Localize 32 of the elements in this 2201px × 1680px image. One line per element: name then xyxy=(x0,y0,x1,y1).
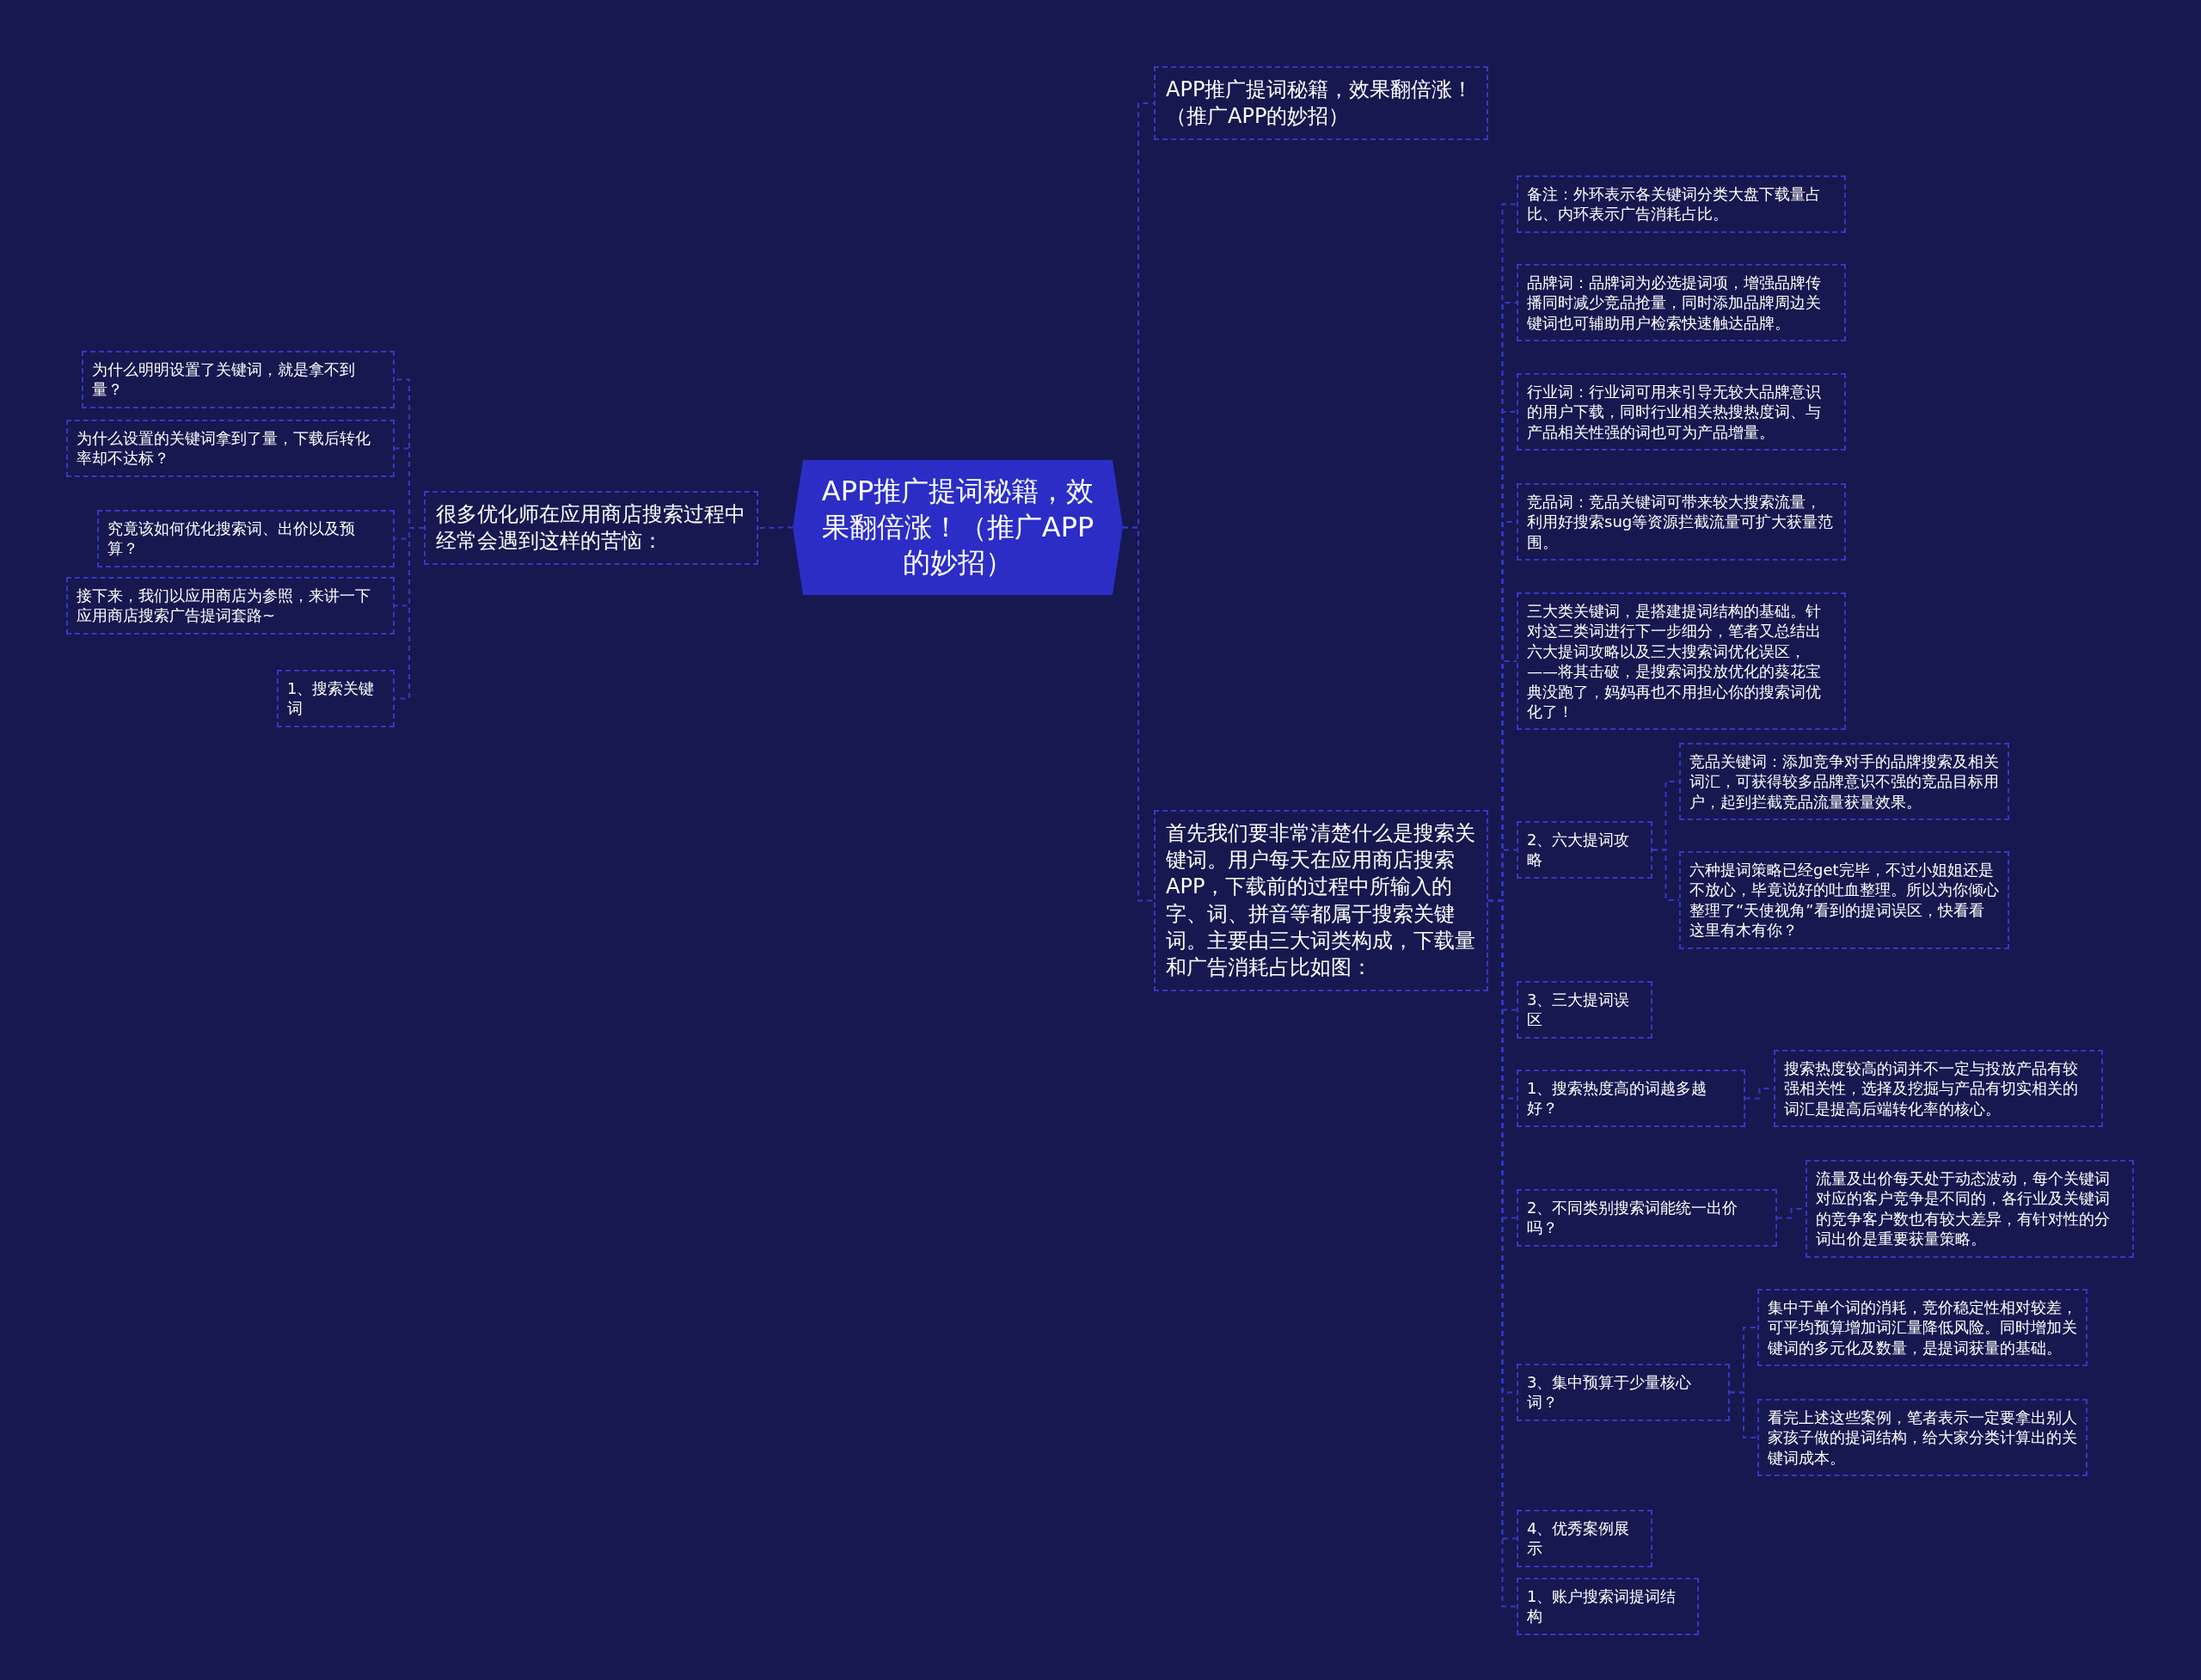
subtopic-box: 三大类关键词，是搭建提词结构的基础。针对这三类词进行下一步细分，笔者又总结出六大提词攻略以及三大搜索词优化误区，——将其击破，是搜索词投放优化的葵花宝典没跑了，妈妈再也不用担心你的搜索词优化了！ xyxy=(1517,592,1846,731)
subtopic-box: 为什么设置的关键词拿到了量，下载后转化率却不达标？ xyxy=(66,420,395,477)
subtopic-box: 4、优秀案例展示 xyxy=(1517,1510,1652,1567)
subtopic-box: 接下来，我们以应用商店为参照，来讲一下应用商店搜索广告提词套路~ xyxy=(66,577,395,635)
connector-line xyxy=(1729,1391,1758,1438)
subtopic-box: 搜索热度较高的词并不一定与投放产品有较强相关性，选择及挖掘与产品有切实相关的词汇是提高后端转化率的核心。 xyxy=(1774,1050,2103,1128)
subtopic-box: 3、三大提词误区 xyxy=(1517,981,1652,1039)
subtopic-box: 2、六大提词攻略 xyxy=(1517,821,1652,879)
subtopic-box: 3、集中预算于少量核心词？ xyxy=(1517,1364,1730,1421)
subtopic-box: 1、账户搜索词提词结构 xyxy=(1517,1578,1699,1635)
connector-line xyxy=(1122,526,1155,902)
subtopic-box: 备注：外环表示各关键词分类大盘下载量占比、内环表示广告消耗占比。 xyxy=(1517,175,1846,233)
subtopic-box: 1、搜索热度高的词越多越好？ xyxy=(1517,1070,1745,1127)
subtopic-box: 1、搜索关键词 xyxy=(277,670,395,727)
central-topic-hexagon: APP推广提词秘籍，效果翻倍涨！（推广APP的妙招） xyxy=(793,460,1123,595)
subtopic-box: 看完上述这些案例，笔者表示一定要拿出别人家孩子做的提词结构，给大家分类计算出的关键词成本。 xyxy=(1757,1399,2088,1477)
topic-box: APP推广提词秘籍，效果翻倍涨！（推广APP的妙招） xyxy=(1154,66,1488,141)
subtopic-box: 2、不同类别搜索词能统一出价吗？ xyxy=(1517,1189,1777,1247)
subtopic-box: 行业词：行业词可用来引导无较大品牌意识的用户下载，同时行业相关热搜热度词、与产品相关性强的词也可为产品增量。 xyxy=(1517,373,1846,451)
topic-box: 首先我们要非常清楚什么是搜索关键词。用户每天在应用商店搜索APP，下载前的过程中所输入的字、词、拼音等都属于搜索关键词。主要由三大词类构成，下载量和广告消耗占比如图： xyxy=(1154,810,1488,992)
subtopic-box: 竞品关键词：添加竞争对手的品牌搜索及相关词汇，可获得较多品牌意识不强的竞品目标用户，起到拦截竞品流量获量效果。 xyxy=(1679,743,2009,821)
connector-line xyxy=(1652,849,1680,901)
subtopic-box: 究竟该如何优化搜索词、出价以及预算？ xyxy=(97,510,395,567)
subtopic-box: 为什么明明设置了关键词，就是拿不到量？ xyxy=(82,351,395,408)
subtopic-box: 流量及出价每天处于动态波动，每个关键词对应的客户竞争是不同的，各行业及关键词的竞争客户数也有较大差异，有针对性的分词出价是重要获量策略。 xyxy=(1806,1160,2134,1258)
connector-line xyxy=(394,527,425,700)
subtopic-box: 品牌词：品牌词为必选提词项，增强品牌传播同时减少竞品抢量，同时添加品牌周边关键词也可辅助用户检索快速触达品牌。 xyxy=(1517,264,1846,342)
subtopic-box: 竞品词：竞品关键词可带来较大搜索流量，利用好搜索sug等资源拦截流量可扩大获量范围。 xyxy=(1517,483,1846,561)
connector-line xyxy=(757,526,794,529)
topic-box: 很多优化师在应用商店搜索过程中经常会遇到这样的苦恼： xyxy=(424,491,758,566)
subtopic-box: 六种提词策略已经get完毕，不过小姐姐还是不放心，毕竟说好的吐血整理。所以为你倾心整理了“天使视角”看到的提词误区，快看看这里有木有你？ xyxy=(1679,851,2009,949)
subtopic-box: 集中于单个词的消耗，竞价稳定性相对较差，可平均预算增加词汇量降低风险。同时增加关键词的多元化及数量，是提词获量的基础。 xyxy=(1757,1289,2088,1367)
